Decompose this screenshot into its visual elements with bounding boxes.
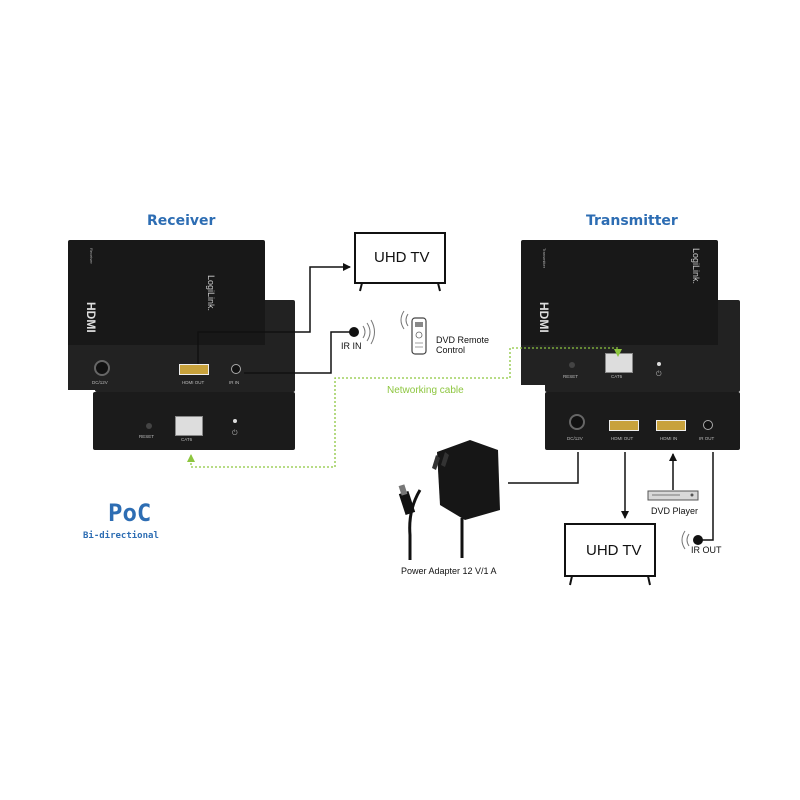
hdmi-out-port — [179, 364, 209, 375]
receiver-title: Receiver — [147, 213, 216, 229]
ir-out-port — [703, 420, 713, 430]
poc-subtitle: Bi-directional — [83, 531, 159, 541]
power-line — [508, 452, 579, 484]
reset-label: RESET — [139, 434, 155, 439]
networking-cable-line — [187, 347, 618, 468]
hdmi-out-label: HDMI OUT — [182, 380, 205, 385]
receiver-device-lower: RESET CAT6 ⏻ — [93, 392, 295, 450]
dc-port — [94, 360, 110, 376]
dc-port — [569, 414, 585, 430]
power-adapter-icon — [398, 440, 500, 560]
power-adapter-label: Power Adapter 12 V/1 A — [401, 566, 497, 576]
reset-button — [569, 362, 575, 368]
tv-top-label: UHD TV — [374, 249, 430, 266]
reset-label: RESET — [563, 374, 579, 379]
ir-in-sensor-icon — [349, 327, 359, 337]
transmitter-device-lower: DC/12V HDMI OUT HDMI IN IR OUT — [545, 392, 740, 450]
receiver-hdmi-out-line — [197, 263, 351, 364]
hdmi-in-label: HDMI IN — [660, 436, 678, 441]
power-symbol-icon: ⏻ — [232, 430, 238, 437]
poc-title: PoC — [108, 499, 152, 527]
ir-out-sensor-icon — [693, 535, 703, 545]
tv-bottom-label: UHD TV — [586, 542, 642, 559]
reset-button — [146, 423, 152, 429]
tv-top-stand — [359, 282, 441, 292]
ir-in-line — [244, 331, 351, 374]
tv-bottom-screen — [564, 523, 656, 577]
hdmi-in-port — [656, 420, 686, 431]
tv-top-screen — [354, 232, 446, 284]
dvd-remote-label-line1: DVD Remote — [436, 335, 490, 345]
tv-bottom-stand — [569, 575, 651, 586]
hdmi-out-label: HDMI OUT — [611, 436, 634, 441]
networking-cable-label: Networking cable — [387, 385, 464, 396]
dc-label: DC/12V — [92, 380, 108, 385]
power-led-icon — [233, 419, 237, 423]
ir-out-line — [701, 452, 714, 541]
ir-out-label: IR OUT — [691, 545, 722, 555]
power-symbol-icon: ⏻ — [656, 371, 662, 378]
hdmi-out-port — [609, 420, 639, 431]
dc-label: DC/12V — [567, 436, 583, 441]
receiver-device-upper: LogiLink. HDMI Receiver DC/12V HDMI OUT … — [68, 240, 265, 390]
dvd-remote-label-line2: Control — [436, 345, 466, 355]
ir-in-port-label: IR IN — [229, 380, 240, 385]
power-led-icon — [657, 362, 661, 366]
cat6-label: CAT6 — [611, 374, 623, 379]
transmitter-title: Transmitter — [586, 213, 678, 229]
ir-out-port-label: IR OUT — [699, 436, 715, 441]
cat6-port — [175, 416, 203, 436]
dvd-player-label: DVD Player — [651, 506, 699, 516]
cat6-label: CAT6 — [181, 437, 193, 442]
ir-in-label: IR IN — [341, 341, 362, 351]
ir-in-port — [231, 364, 241, 374]
